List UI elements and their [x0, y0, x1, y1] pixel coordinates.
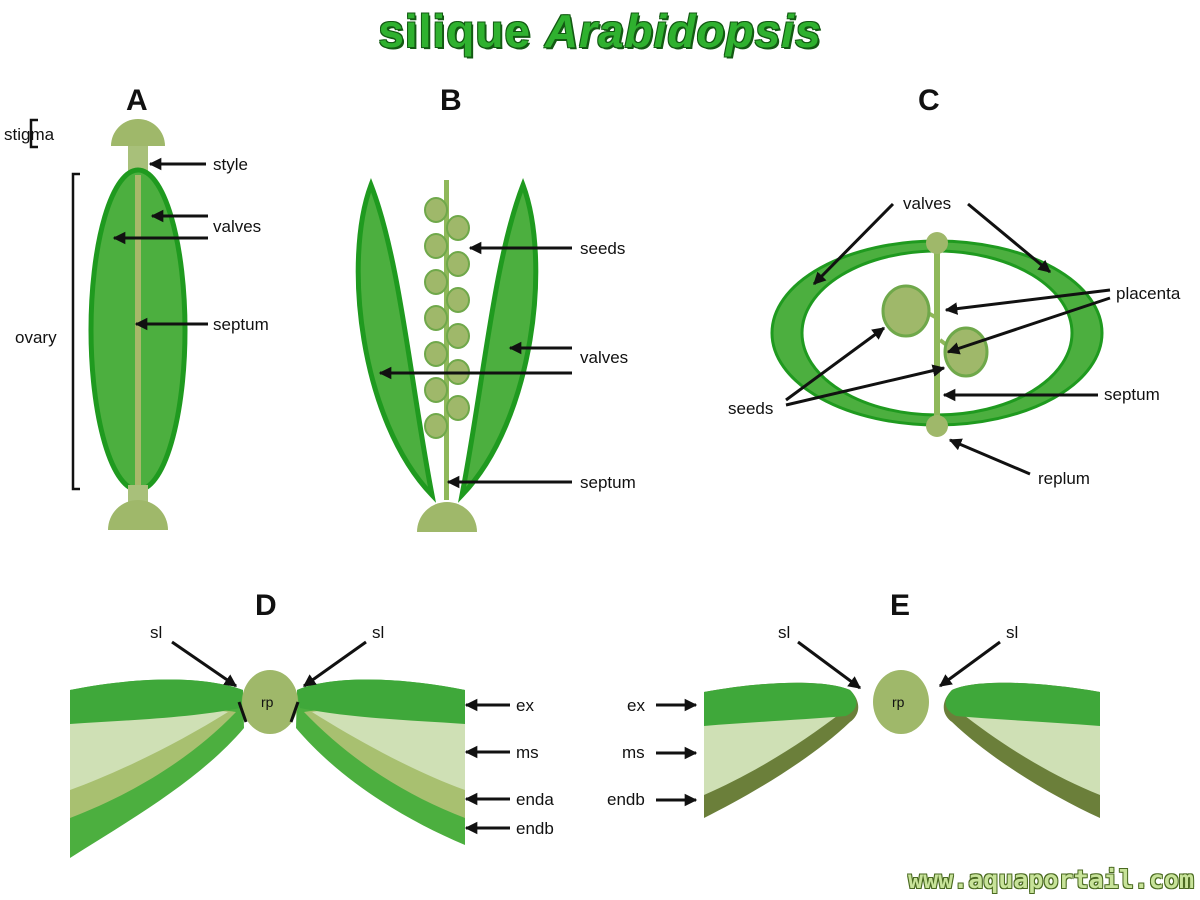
ex-layer-right: [297, 679, 465, 724]
style-shape: [128, 146, 148, 172]
seed: [446, 251, 470, 277]
seed: [424, 413, 448, 439]
label-style: style: [213, 155, 248, 174]
ms-layer-right: [312, 708, 465, 790]
label-replum: replum: [1038, 469, 1090, 488]
label-rp-e: rp: [892, 694, 905, 710]
seed-c-2: [943, 326, 989, 378]
seed: [424, 233, 448, 259]
ovary-bracket: [71, 172, 80, 491]
seed: [446, 287, 470, 313]
seed: [424, 377, 448, 403]
arrow-sl-e-right: [938, 640, 1001, 688]
seed: [446, 323, 470, 349]
panel-e: E rp sl sl ex ms endb: [607, 589, 1100, 818]
replum-e-shape: [873, 670, 929, 734]
label-valves-b: valves: [580, 348, 628, 367]
label-septum-c: septum: [1104, 385, 1160, 404]
seed: [424, 197, 448, 223]
seed: [424, 341, 448, 367]
left-valve-d: [70, 679, 244, 858]
replum-top-shape: [926, 232, 948, 254]
label-sl-d-left: sl: [150, 623, 162, 642]
seed: [424, 305, 448, 331]
arrow-valves-c-2: [967, 202, 1051, 274]
panel-c: C valves placenta seeds septum replum: [728, 84, 1181, 488]
septum-b-shape: [444, 180, 449, 500]
septum-shape: [135, 175, 141, 485]
panel-d: D rp sl sl ex ms enda endb: [70, 589, 554, 858]
ms-layer-e-left: [704, 712, 842, 795]
label-ovary: ovary: [15, 328, 57, 347]
right-valve-e: [943, 682, 1100, 818]
ex-layer-left: [70, 679, 243, 724]
gynophore-shape: [128, 485, 148, 503]
panel-e-letter: E: [890, 589, 910, 622]
left-valve-e: [704, 682, 859, 818]
label-sl-d-right: sl: [372, 623, 384, 642]
label-ex-e: ex: [627, 696, 645, 715]
label-endb-d: endb: [516, 819, 554, 838]
label-valves-a: valves: [213, 217, 261, 236]
separation-layer-left: [237, 701, 248, 723]
label-ms-d: ms: [516, 743, 539, 762]
left-valve-shape: [355, 177, 437, 503]
label-sl-e-left: sl: [778, 623, 790, 642]
watermark: www.aquaportail.com: [908, 865, 1194, 894]
ms-layer-e-right: [960, 712, 1100, 795]
title-species: Arabidopsis: [544, 5, 822, 57]
panel-a-letter: A: [126, 84, 148, 117]
arrow-seeds-c-2: [785, 364, 946, 407]
label-sl-e-right: sl: [1006, 623, 1018, 642]
right-valve-d: [296, 679, 465, 845]
label-seeds-c: seeds: [728, 399, 773, 418]
arrow-seeds-c-1: [785, 326, 886, 402]
label-septum-b: septum: [580, 473, 636, 492]
label-septum-a: septum: [213, 315, 269, 334]
label-ex-d: ex: [516, 696, 534, 715]
arrow-sl-d-right: [302, 640, 367, 688]
septum-c-shape: [934, 246, 940, 426]
title-main: silique: [378, 5, 532, 57]
replum-bottom-shape: [926, 415, 948, 437]
panel-a: A stigma ovary style valves septum: [4, 84, 269, 530]
label-placenta: placenta: [1116, 284, 1181, 303]
arrow-placenta-1: [944, 288, 1111, 315]
label-ms-e: ms: [622, 743, 645, 762]
label-seeds-b: seeds: [580, 239, 625, 258]
ex-layer-e-right: [945, 682, 1100, 726]
arrow-valves-c-1: [812, 202, 895, 286]
label-valves-c: valves: [903, 194, 951, 213]
base-b-shape: [417, 502, 477, 532]
label-stigma: stigma: [4, 125, 55, 144]
ex-layer-e-left: [704, 682, 857, 726]
label-endb-e: endb: [607, 790, 645, 809]
label-rp-d: rp: [261, 694, 274, 710]
ms-layer-left: [70, 708, 228, 790]
label-enda-d: enda: [516, 790, 554, 809]
panel-d-letter: D: [255, 589, 277, 622]
panel-b-letter: B: [440, 84, 462, 117]
panel-b: B seeds valves se: [355, 84, 636, 532]
right-valve-shape: [457, 177, 539, 503]
panel-c-letter: C: [918, 84, 940, 117]
arrow-sl-d-left: [171, 640, 238, 688]
seed: [446, 395, 470, 421]
diagram-title: silique Arabidopsis: [0, 4, 1200, 58]
arrow-replum: [948, 438, 1031, 476]
stigma-bracket: [29, 118, 38, 149]
replum-d-shape: [242, 670, 298, 734]
arrow-sl-e-left: [797, 640, 862, 690]
seed-c-1: [881, 284, 931, 338]
stigma-shape: [111, 119, 165, 146]
base-shape: [108, 500, 168, 530]
arrow-placenta-2: [946, 296, 1111, 355]
seed: [424, 269, 448, 295]
separation-layer-right: [289, 701, 300, 723]
seed: [446, 215, 470, 241]
